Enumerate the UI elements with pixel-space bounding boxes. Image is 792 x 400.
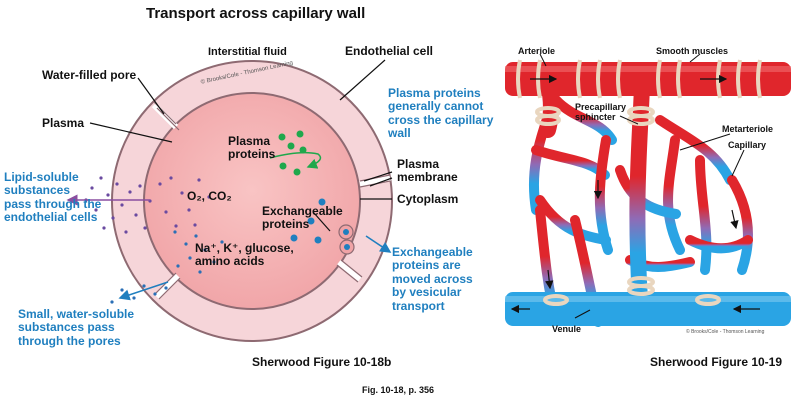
water-filled-pore-label: Water-filled pore: [42, 68, 137, 82]
plasma-membrane-label: Plasma membrane: [397, 157, 458, 185]
microcirculation-diagram: [505, 48, 791, 338]
leader-lines: [89, 59, 393, 232]
venule-label: Venule: [552, 324, 582, 334]
protein-circulation-arrow: [269, 151, 322, 169]
metarteriole-label: Metarteriole: [722, 124, 774, 134]
o2-co2-label: O₂, CO₂: [187, 189, 232, 203]
water-soluble-note: Small, water-soluble substances pass thr…: [18, 307, 135, 348]
transport-vesicles: [338, 224, 355, 255]
interstitial-fluid-label: Interstitial fluid: [208, 46, 287, 58]
right-watermark: © Brooks/Cole - Thomson Learning: [686, 329, 765, 335]
right-caption: Sherwood Figure 10-19: [650, 355, 783, 369]
exchangeable-moved-note: Exchangeable proteins are moved across b…: [392, 245, 473, 313]
arteriole-label: Arteriole: [518, 46, 556, 56]
page-title: Transport across capillary wall: [146, 5, 366, 22]
capillary-label: Capillary: [728, 140, 767, 150]
plasma-protein-dots: [278, 130, 307, 176]
exchangeable-proteins-label: Exchangeable proteins: [262, 204, 343, 232]
precapillary-sphincter-label: Precapillary sphincter: [575, 102, 627, 123]
smooth-muscles-label: Smooth muscles: [656, 46, 729, 56]
plasma-proteins-note: Plasma proteins generally cannot cross t…: [388, 86, 494, 141]
exchangeable-protein-dots: [290, 198, 326, 244]
left-caption: Sherwood Figure 10-18b: [252, 355, 392, 369]
lipid-soluble-note: Lipid-soluble substances pass through th…: [4, 170, 102, 225]
vesicular-transport-arrow: [365, 235, 392, 253]
water-soluble-dots: [110, 230, 224, 304]
figure-reference: Fig. 10-18, p. 356: [362, 385, 435, 395]
cytoplasm-label: Cytoplasm: [397, 192, 459, 206]
endothelial-wall: [111, 60, 393, 342]
water-soluble-arrow: [118, 281, 169, 301]
ions-glucose-label: Na⁺, K⁺, glucose, amino acids: [195, 241, 294, 269]
lipid-soluble-dots: [84, 176, 211, 234]
endothelial-cell-label: Endothelial cell: [345, 44, 434, 58]
plasma-label: Plasma: [42, 116, 85, 130]
plasma-proteins-label: Plasma proteins: [228, 134, 276, 162]
